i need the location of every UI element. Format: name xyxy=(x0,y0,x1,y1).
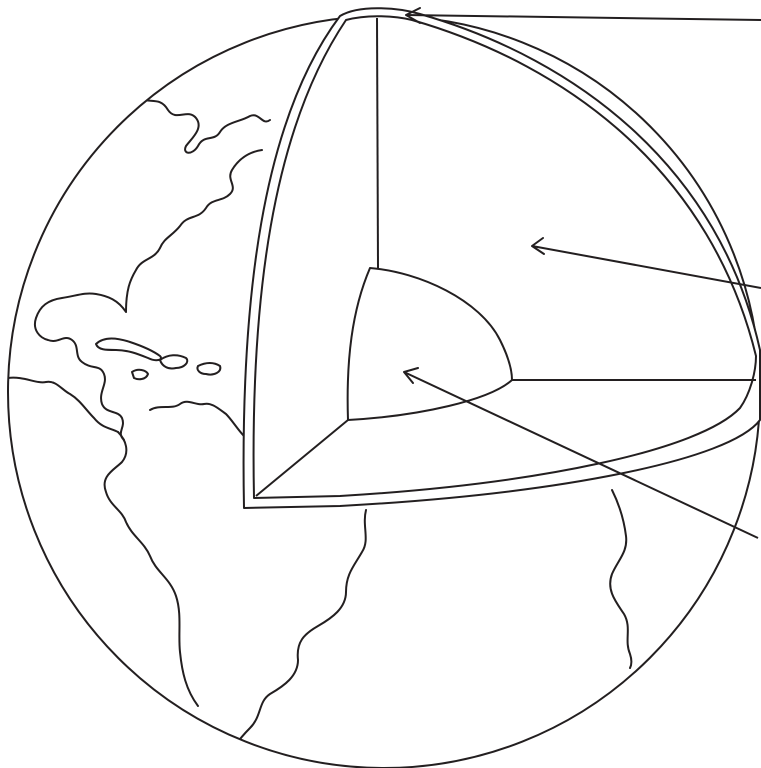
mantle-outline xyxy=(254,16,756,498)
africa-coastline xyxy=(610,490,631,668)
caribbean-island-small xyxy=(132,370,148,379)
north-america-coastline xyxy=(35,98,270,440)
crust-arrow xyxy=(406,8,761,23)
caribbean-island-puerto-rico xyxy=(197,363,220,375)
caribbean-island-cuba xyxy=(96,339,161,361)
cut-edge-vertical xyxy=(377,18,378,268)
caribbean-island-hispaniola xyxy=(160,355,187,368)
